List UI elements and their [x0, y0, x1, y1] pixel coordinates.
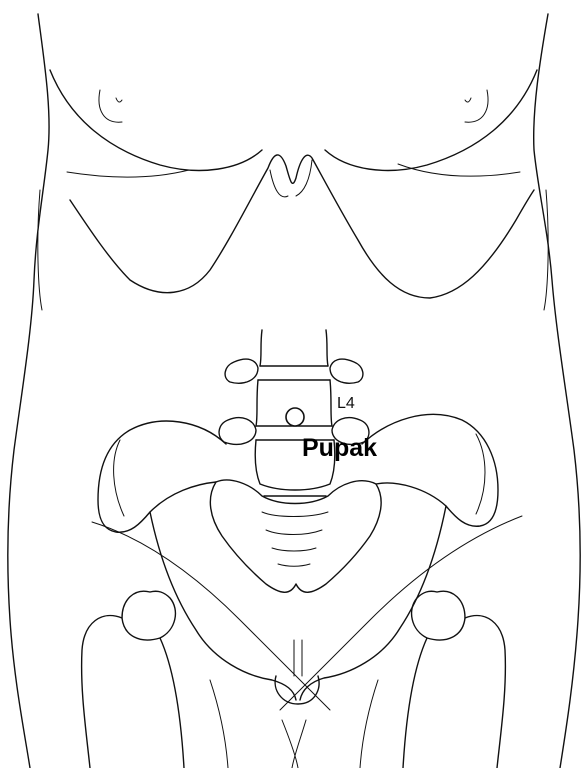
iliac-wings	[98, 414, 498, 532]
chest-contours	[50, 70, 537, 177]
pubic-region	[150, 506, 446, 704]
femurs	[82, 591, 506, 768]
inguinal-lines	[92, 516, 522, 710]
acupoint-marker	[286, 408, 304, 426]
vertebra-label: L4	[337, 395, 355, 412]
acupoint-label: Pupak	[302, 434, 377, 462]
sacrum	[210, 480, 381, 592]
